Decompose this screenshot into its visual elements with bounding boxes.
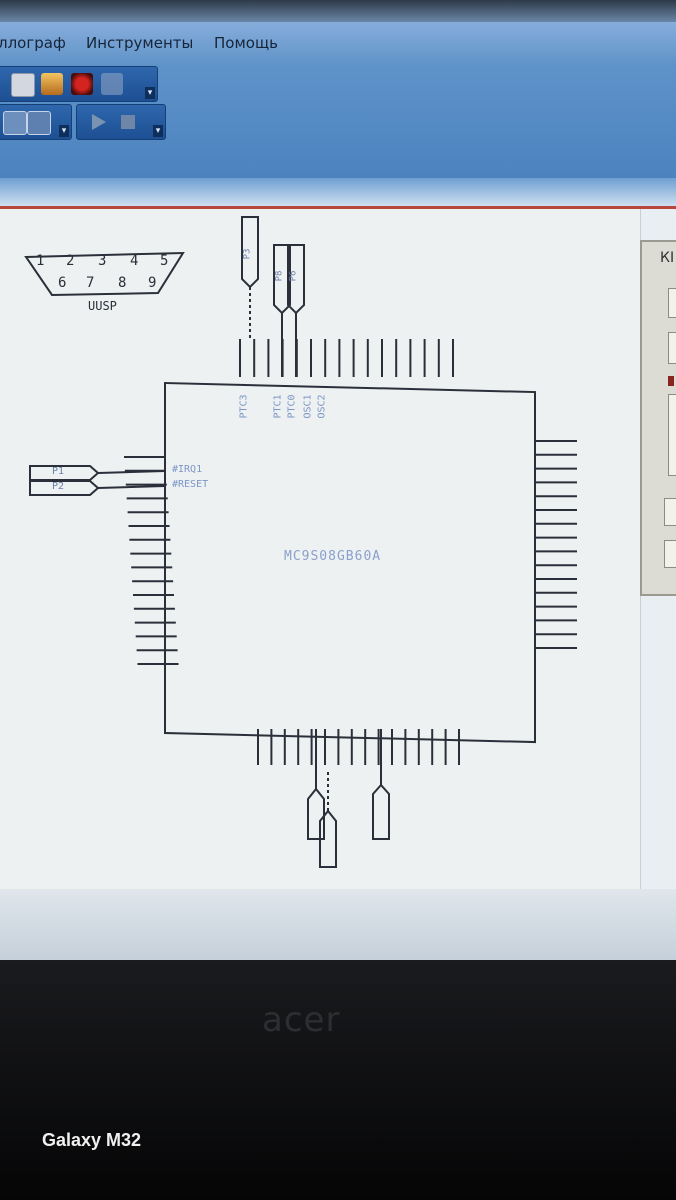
window-top-edge — [0, 0, 676, 22]
dialog-button[interactable] — [664, 498, 676, 526]
run-icon[interactable] — [87, 111, 109, 133]
schematic-drawing — [24, 216, 577, 868]
db9-pin-3: 3 — [98, 253, 107, 269]
dialog-marker — [668, 376, 674, 386]
fit-icon[interactable] — [27, 111, 51, 135]
dialog-title: КІ — [660, 250, 675, 266]
db9-pin-5: 5 — [160, 253, 169, 269]
menu-item-help[interactable]: Помощь — [214, 34, 278, 52]
camera-watermark: Galaxy M32 — [42, 1130, 142, 1150]
dialog-field[interactable] — [668, 288, 676, 318]
toolbar-strip — [0, 178, 676, 206]
db9-connector-outline — [24, 251, 185, 297]
toolbar-dropdown-icon[interactable]: ▾ — [145, 87, 155, 99]
laptop-brand-logo: acer — [262, 1000, 341, 1040]
db9-pin-1: 1 — [36, 253, 45, 269]
pin-label-ptc1: PTC1 — [272, 394, 284, 419]
schematic-canvas[interactable]: 1 2 3 4 5 6 7 8 9 UUSP P3 P8 P6 P1 P2 PT… — [0, 209, 641, 889]
probe-p8-label: P8 — [274, 270, 285, 282]
db9-pin-8: 8 — [118, 275, 127, 291]
toolbar-dropdown-icon[interactable]: ▾ — [59, 125, 69, 137]
pin-label-osc1: OSC1 — [302, 394, 314, 419]
side-dialog[interactable]: КІ — [640, 240, 676, 596]
db9-pin-7: 7 — [86, 275, 95, 291]
menu-item-tools[interactable]: Инструменты — [86, 34, 194, 52]
dialog-list[interactable] — [668, 394, 676, 476]
toolbar-simulation: ▾ — [76, 104, 166, 140]
probe-p1 — [29, 465, 100, 481]
probe-p1-label: P1 — [52, 466, 65, 477]
menu-item-oscillograph[interactable]: ллограф — [0, 34, 66, 52]
toolbar-file: ▾ — [0, 66, 158, 102]
menu-bar: ллограф Инструменты Помощь — [0, 22, 676, 66]
application-window: ллограф Инструменты Помощь ▾ ▾ ▾ — [0, 0, 676, 960]
db9-pin-2: 2 — [66, 253, 75, 269]
chip-body — [164, 382, 536, 744]
db9-pin-4: 4 — [130, 253, 139, 269]
toolbar-area: ▾ ▾ ▾ — [0, 66, 676, 178]
zoom-icon[interactable] — [3, 111, 27, 135]
copy-icon[interactable] — [41, 73, 63, 95]
probe-p2-label: P2 — [52, 481, 65, 492]
probe-bottom-1 — [307, 787, 325, 840]
pin-label-ptc3: PTC3 — [238, 394, 250, 419]
pin-label-osc2: OSC2 — [316, 394, 328, 419]
bug-icon[interactable] — [71, 73, 93, 95]
pin-label-ptc0: PTC0 — [286, 394, 298, 419]
db9-pin-6: 6 — [58, 275, 67, 291]
save-icon[interactable] — [11, 73, 35, 97]
stop-icon[interactable] — [117, 111, 139, 133]
toolbar-view: ▾ — [0, 104, 72, 140]
dialog-field[interactable] — [668, 332, 676, 364]
disabled-icon[interactable] — [101, 73, 123, 95]
db9-pin-9: 9 — [148, 275, 157, 291]
probe-p6 — [287, 244, 305, 315]
probe-p2 — [29, 480, 100, 496]
probe-p6-label: P6 — [288, 270, 299, 282]
dialog-button[interactable] — [664, 540, 676, 568]
chip-label: MC9S08GB60A — [284, 549, 382, 564]
connector-label: UUSP — [88, 299, 117, 313]
probe-bottom-3 — [372, 783, 390, 840]
probe-p3 — [241, 216, 259, 289]
pin-label-irq: #IRQ1 — [172, 464, 203, 475]
status-area — [0, 889, 676, 960]
toolbar-dropdown-icon[interactable]: ▾ — [153, 125, 163, 137]
laptop-bezel — [0, 960, 676, 1200]
canvas-border — [0, 206, 676, 209]
probe-p3-label: P3 — [242, 248, 253, 260]
pin-label-reset: #RESET — [172, 479, 209, 490]
probe-bottom-2 — [319, 809, 337, 868]
